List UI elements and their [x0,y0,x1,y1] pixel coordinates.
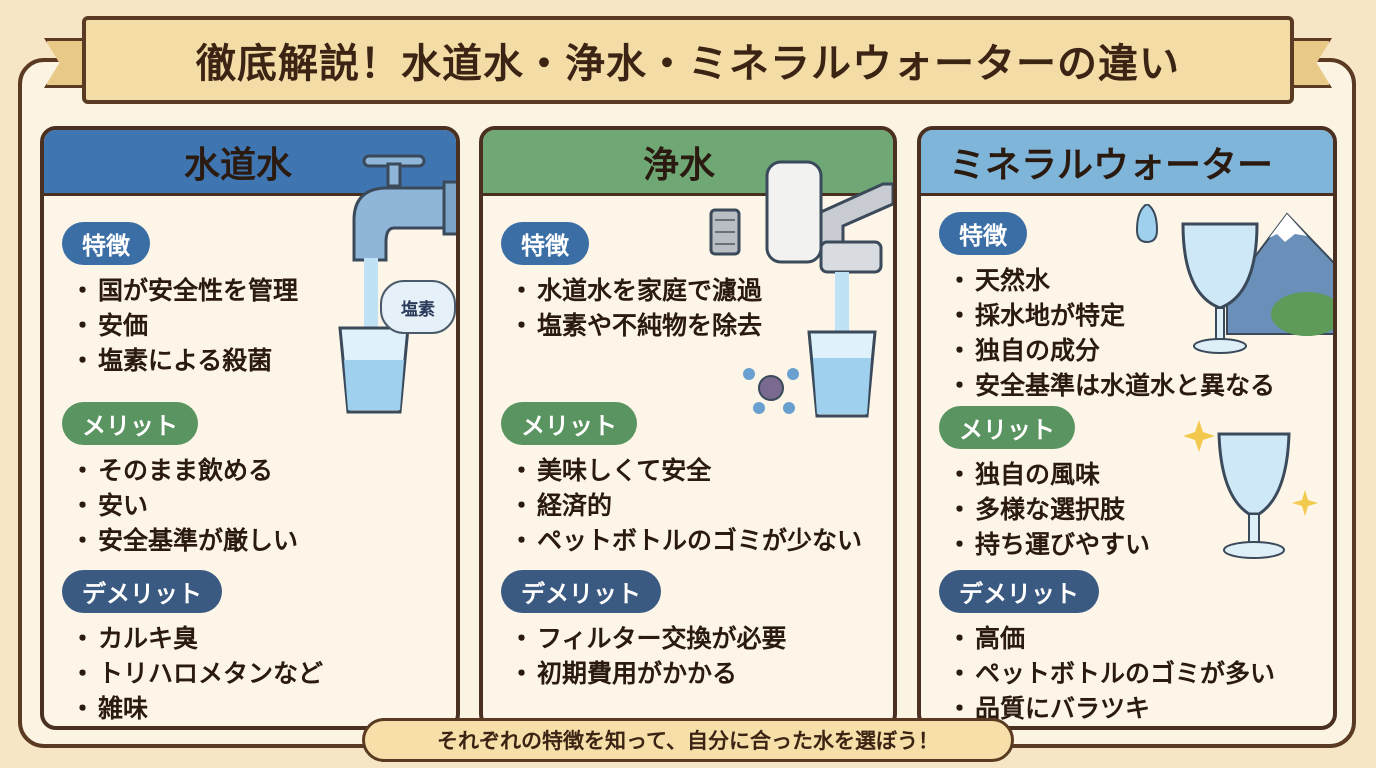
features-list: 国が安全性を管理 安価 塩素による殺菌 [62,273,298,378]
demerits-label: デメリット [501,570,661,613]
list-item: 高価 [939,621,1275,656]
merits-section: メリット そのまま飲める 安い 安全基準が厳しい [62,402,298,558]
list-item: 天然水 [939,263,1275,298]
list-item: 独自の成分 [939,333,1275,368]
panel-tap-water: 水道水 特徴 国が安全性を管理 安価 塩素による殺菌 メリット そのまま飲める … [40,126,460,730]
filter-faucet-icon [709,160,893,418]
list-item: そのまま飲める [62,453,298,488]
faucet-glass-icon [338,154,456,414]
list-item: 安全基準が厳しい [62,523,298,558]
panel-filtered-water: 浄水 特徴 水道水を家庭で濾過 塩素や不純物を除去 メリット 美味しくて安全 経… [479,126,897,730]
list-item: 経済的 [501,488,862,523]
list-item: カルキ臭 [62,621,323,656]
merits-list: そのまま飲める 安い 安全基準が厳しい [62,453,298,558]
demerits-label: デメリット [939,570,1099,613]
list-item: フィルター交換が必要 [501,621,787,656]
list-item: 持ち運びやすい [939,527,1150,562]
features-list: 水道水を家庭で濾過 塩素や不純物を除去 [501,273,762,343]
panel-header: ミネラルウォーター [921,130,1333,196]
panel-mineral-water: ミネラルウォーター 特徴 天然水 採水地が特定 独自の成分 安全基準は水道水と異… [917,126,1337,730]
footer-text: それぞれの特徴を知って、自分に合った水を選ぼう！ [437,729,939,753]
list-item: 塩素や不純物を除去 [501,308,762,343]
demerits-section: デメリット カルキ臭 トリハロメタンなど 雑味 [62,570,323,726]
footer-banner: それぞれの特徴を知って、自分に合った水を選ぼう！ [362,718,1014,762]
list-item: 品質にバラツキ [939,691,1275,726]
list-item: 多様な選択肢 [939,492,1150,527]
list-item: 初期費用がかかる [501,656,787,691]
features-label: 特徴 [62,222,150,265]
list-item: 安い [62,488,298,523]
mountain-glass-icon [1135,204,1333,354]
demerits-list: 高価 ペットボトルのゴミが多い 品質にバラツキ [939,621,1275,726]
features-section: 特徴 天然水 採水地が特定 独自の成分 安全基準は水道水と異なる [939,212,1275,403]
panel-title: 水道水 [184,144,293,186]
merits-section: メリット 美味しくて安全 経済的 ペットボトルのゴミが少ない [501,402,862,558]
list-item: 安価 [62,308,298,343]
list-item: ペットボトルのゴミが多い [939,656,1275,691]
merits-section: メリット 独自の風味 多様な選択肢 持ち運びやすい [939,406,1150,562]
merits-list: 独自の風味 多様な選択肢 持ち運びやすい [939,457,1150,562]
list-item: 採水地が特定 [939,298,1275,333]
list-item: 美味しくて安全 [501,453,862,488]
list-item: 国が安全性を管理 [62,273,298,308]
panel-title: ミネラルウォーター [949,144,1274,186]
demerits-list: カルキ臭 トリハロメタンなど 雑味 [62,621,323,726]
merits-label: メリット [501,402,637,445]
demerits-section: デメリット フィルター交換が必要 初期費用がかかる [501,570,787,691]
list-item: 水道水を家庭で濾過 [501,273,762,308]
title-banner: 徹底解説！水道水・浄水・ミネラルウォーターの違い [82,16,1294,104]
list-item: 独自の風味 [939,457,1150,492]
features-list: 天然水 採水地が特定 独自の成分 安全基準は水道水と異なる [939,263,1275,403]
features-section: 特徴 水道水を家庭で濾過 塩素や不純物を除去 [501,222,762,343]
list-item: トリハロメタンなど [62,656,323,691]
sparkle-glass-icon [1183,420,1318,559]
list-item: 雑味 [62,691,323,726]
features-label: 特徴 [501,222,589,265]
chlorine-bubble-label: 塩素 [401,299,435,320]
chlorine-bubble: 塩素 [380,280,456,334]
panel-title: 浄水 [643,144,716,186]
merits-label: メリット [62,402,198,445]
list-item: 安全基準は水道水と異なる [939,368,1275,403]
panel-header: 浄水 [483,130,893,196]
features-section: 特徴 国が安全性を管理 安価 塩素による殺菌 [62,222,298,378]
features-label: 特徴 [939,212,1027,255]
demerits-label: デメリット [62,570,222,613]
page-title: 徹底解説！水道水・浄水・ミネラルウォーターの違い [196,41,1180,87]
merits-label: メリット [939,406,1075,449]
list-item: 塩素による殺菌 [62,343,298,378]
list-item: ペットボトルのゴミが少ない [501,523,862,558]
demerits-list: フィルター交換が必要 初期費用がかかる [501,621,787,691]
demerits-section: デメリット 高価 ペットボトルのゴミが多い 品質にバラツキ [939,570,1275,726]
merits-list: 美味しくて安全 経済的 ペットボトルのゴミが少ない [501,453,862,558]
